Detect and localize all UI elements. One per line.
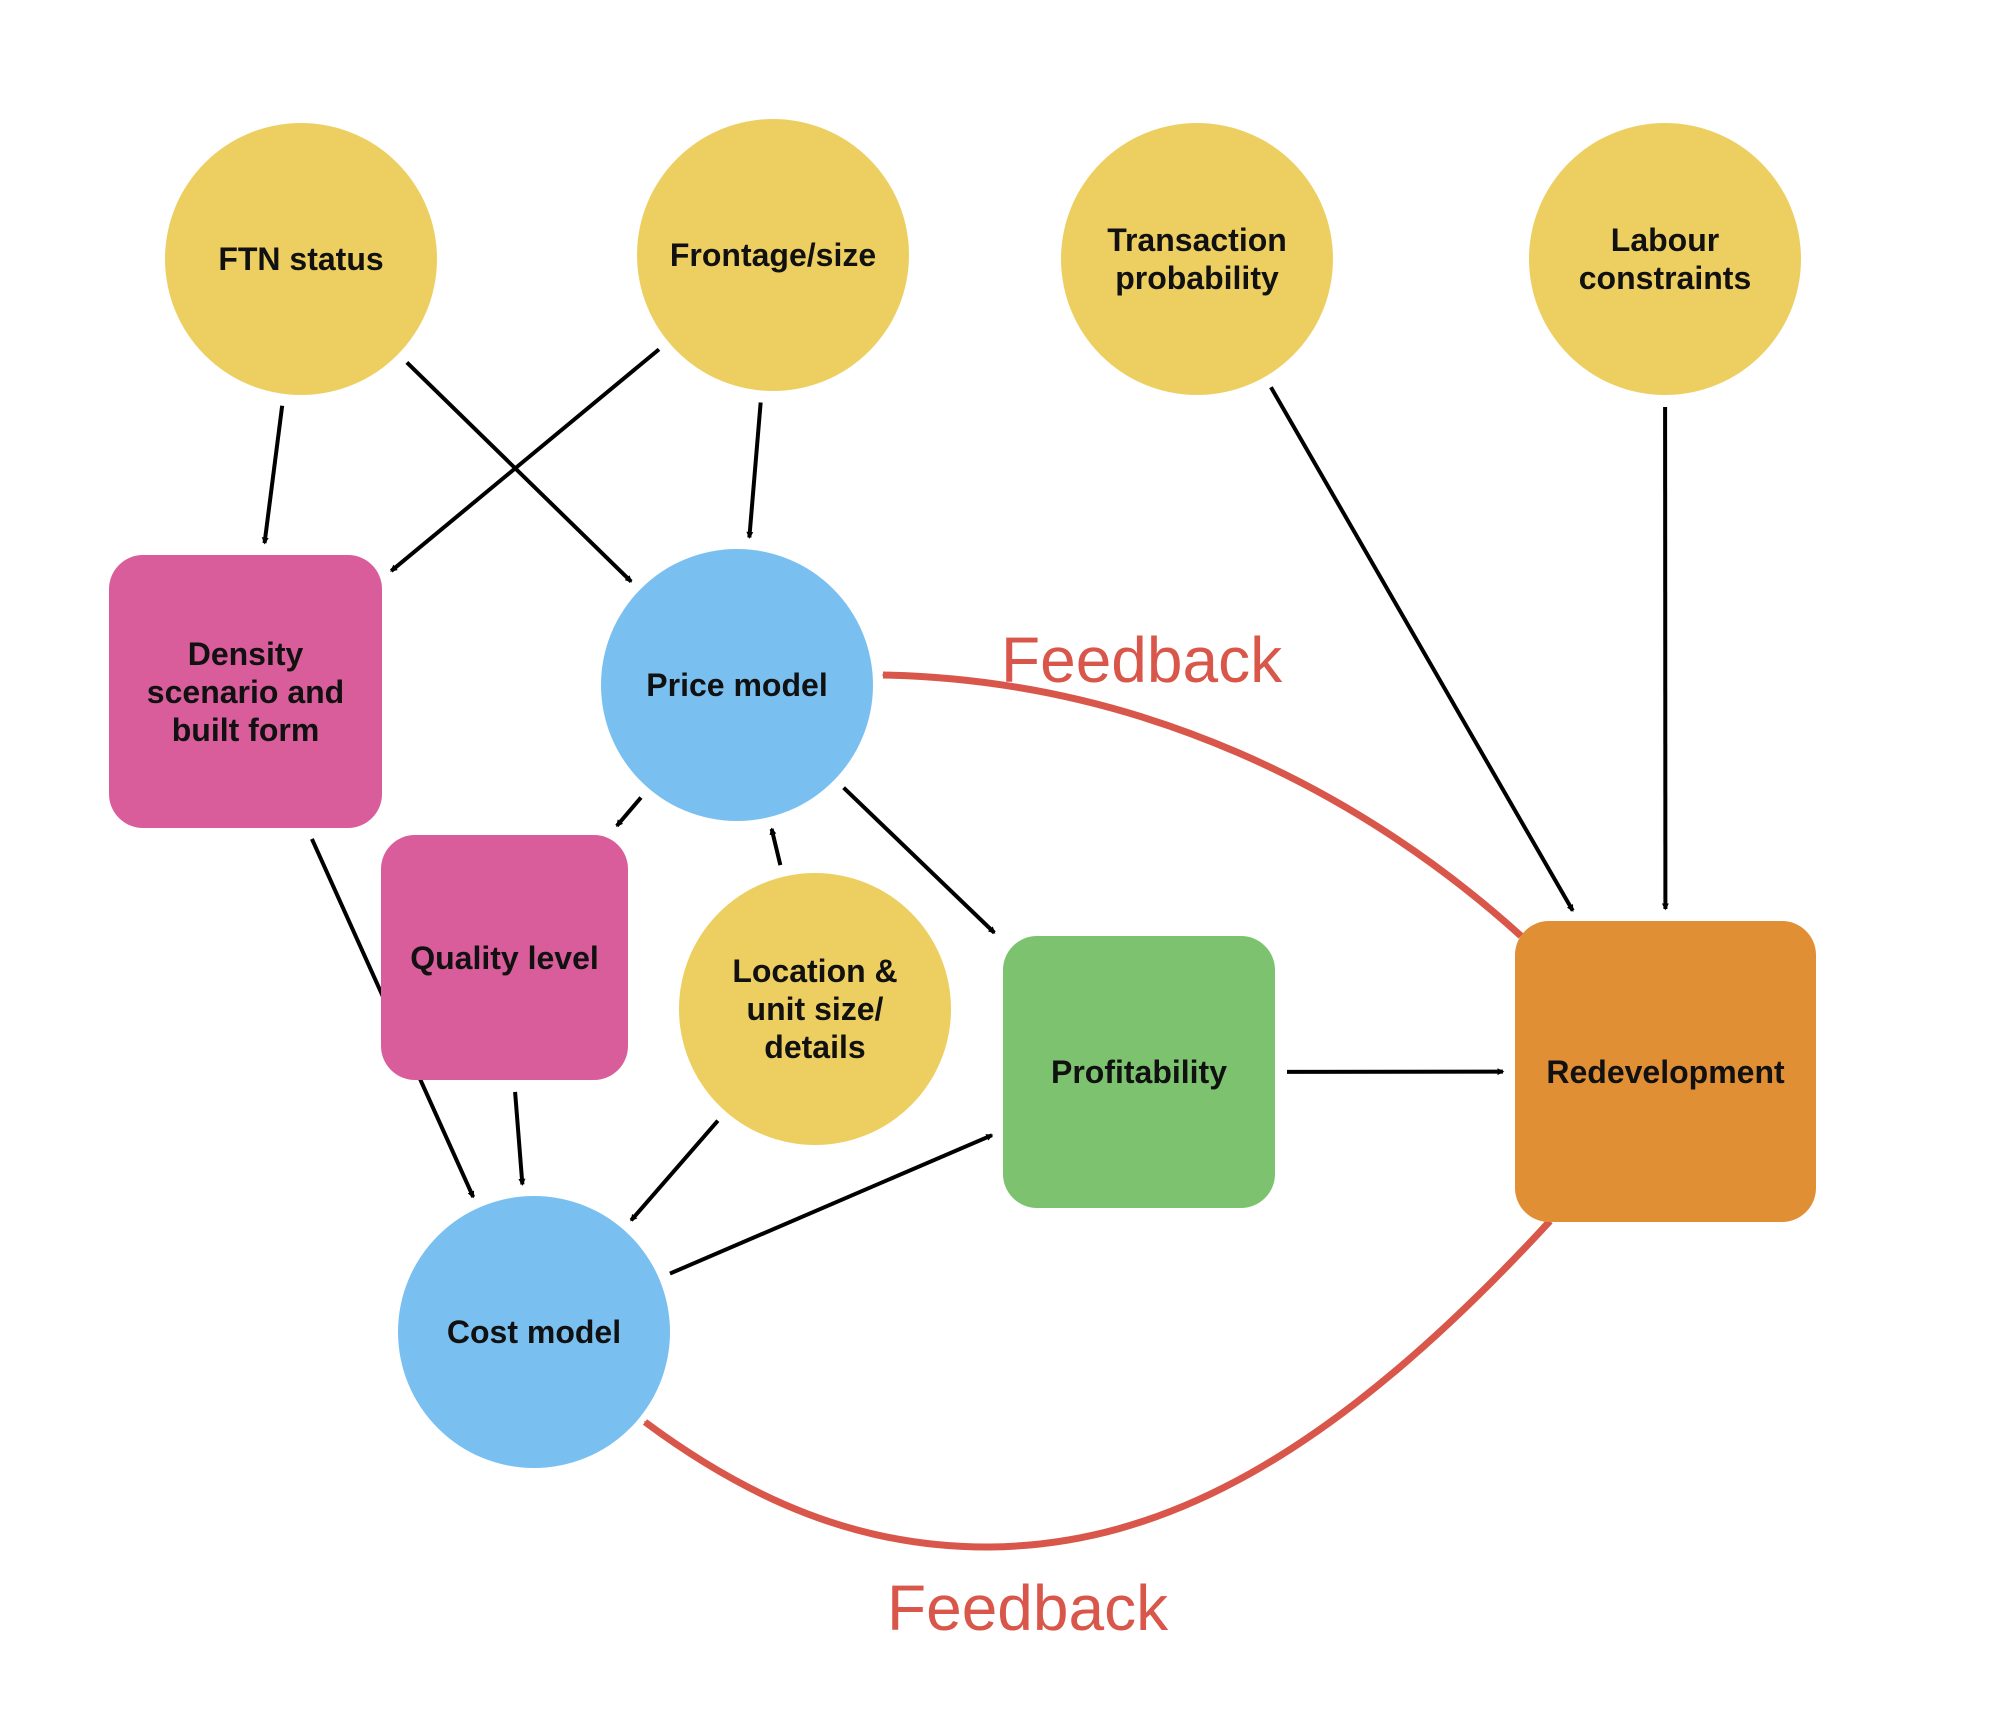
node-label: Cost model <box>446 1314 622 1350</box>
node-location-unit-details: Location & unit size/ details <box>679 873 951 1145</box>
node-label: Density scenario and built form <box>146 635 345 748</box>
node-cost-model: Cost model <box>398 1196 670 1468</box>
node-profitability: Profitability <box>1003 936 1275 1208</box>
node-transaction-probability: Transaction probability <box>1061 123 1333 395</box>
node-label: Labour constraints <box>1578 222 1752 296</box>
node-label: Location & unit size/ details <box>732 953 898 1065</box>
node-label: Frontage/size <box>669 237 877 273</box>
arrow-ftn-to-density <box>261 405 285 545</box>
arrow-ftn-to-price <box>405 361 633 583</box>
feedback-arrow-redevelopment-to-cost <box>642 1218 1553 1551</box>
node-label: Quality level <box>410 939 599 976</box>
node-label: FTN status <box>218 241 384 277</box>
node-frontage-size: Frontage/size <box>637 119 909 391</box>
feedback-label-cost: Feedback <box>887 1572 1169 1644</box>
node-label: Transaction probability <box>1107 222 1287 296</box>
node-label: Profitability <box>1050 1054 1227 1090</box>
arrow-transaction-to-redevelopment <box>1269 386 1575 912</box>
node-price-model: Price model <box>601 549 873 821</box>
arrow-frontage-to-density <box>389 347 661 573</box>
node-label: Price model <box>646 667 828 703</box>
arrow-price-to-quality <box>615 796 643 828</box>
arrow-frontage-to-price <box>746 402 763 539</box>
node-label: Redevelopment <box>1546 1053 1785 1090</box>
node-ftn-status: FTN status <box>165 123 437 395</box>
arrow-cost-to-profitability <box>669 1133 994 1276</box>
node-redevelopment: Redevelopment <box>1515 921 1816 1222</box>
node-quality-level: Quality level <box>381 835 628 1080</box>
arrow-location-to-cost <box>629 1119 720 1222</box>
arrow-quality-to-cost <box>513 1091 526 1186</box>
feedback-label-price: Feedback <box>1001 624 1283 696</box>
node-density-scenario: Density scenario and built form <box>109 555 382 828</box>
arrow-price-to-profitability <box>842 786 996 935</box>
arrow-location-to-price <box>769 827 783 866</box>
feedback-arrow-redevelopment-to-price <box>881 671 1524 939</box>
node-labour-constraints: Labour constraints <box>1529 123 1801 395</box>
